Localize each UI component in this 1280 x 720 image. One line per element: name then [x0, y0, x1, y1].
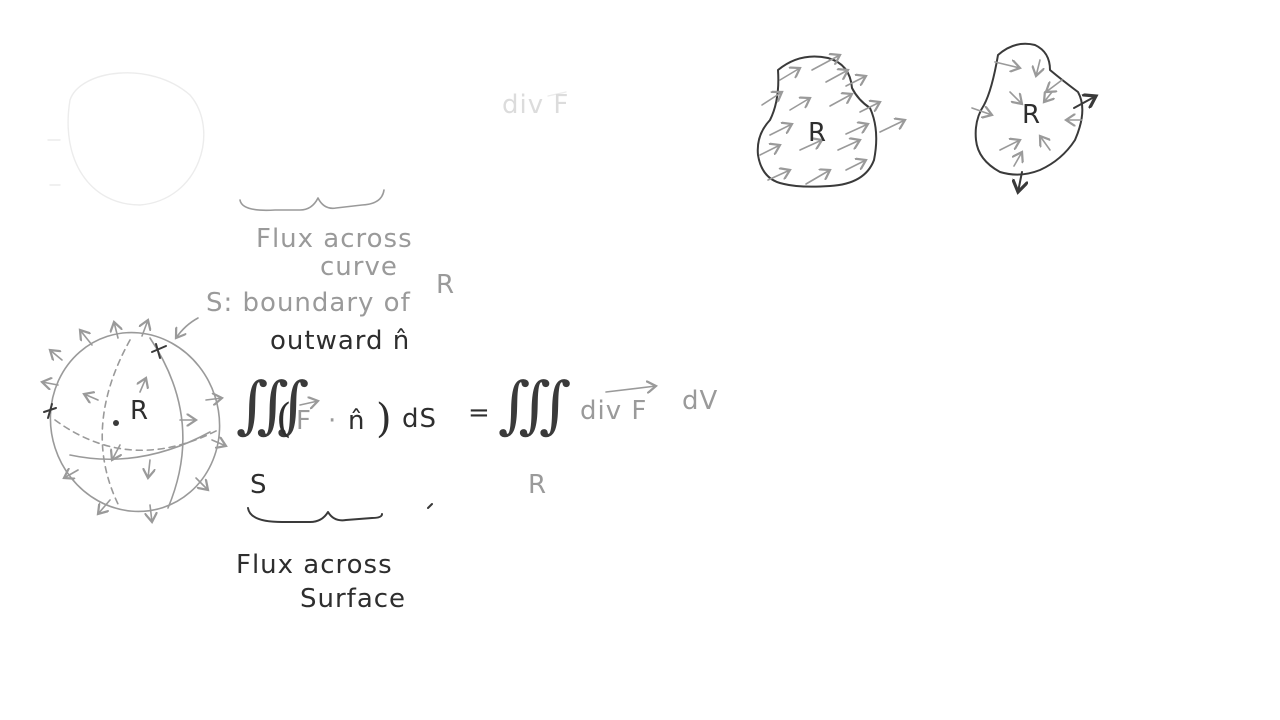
rhs-dv: dV [682, 386, 719, 416]
surface-flux-label-line2: Surface [300, 584, 407, 614]
blob-left-region [756, 55, 905, 188]
boundary-label: S: boundary of [206, 288, 411, 318]
lhs-normal: n̂ [348, 406, 366, 436]
rhs-div-f: div F [580, 396, 648, 426]
lhs-open-paren: ( [276, 396, 293, 442]
blob-right-region [971, 42, 1096, 192]
outward-normal-label: outward n̂ [270, 326, 411, 356]
top-brace [239, 189, 385, 212]
lhs-dot: · [328, 406, 338, 436]
faded-div-f: div F [502, 90, 570, 120]
surface-flux-label-line1: Flux across [236, 550, 393, 580]
faded-curve-sketch [47, 72, 205, 206]
right-blob-region-label: R [1022, 100, 1042, 130]
surface-subscript: S [250, 470, 268, 500]
sphere-region-label: R [130, 396, 150, 426]
boundary-pointer-arrow [176, 317, 199, 338]
lhs-vector-f: F [296, 406, 312, 436]
boundary-region-label: R [436, 270, 456, 300]
curve-flux-label-line2: curve [320, 252, 398, 282]
volume-integral-sign: ∭ [498, 368, 571, 441]
volume-subscript: R [528, 470, 548, 500]
lhs-ds: dS [402, 404, 438, 434]
left-blob-region-label: R [808, 118, 828, 148]
sphere-region [27, 310, 242, 533]
curve-flux-label-line1: Flux across [256, 224, 413, 254]
equals-sign: = [468, 398, 491, 428]
lhs-close-paren: ) [376, 396, 393, 442]
bottom-brace [247, 507, 383, 523]
